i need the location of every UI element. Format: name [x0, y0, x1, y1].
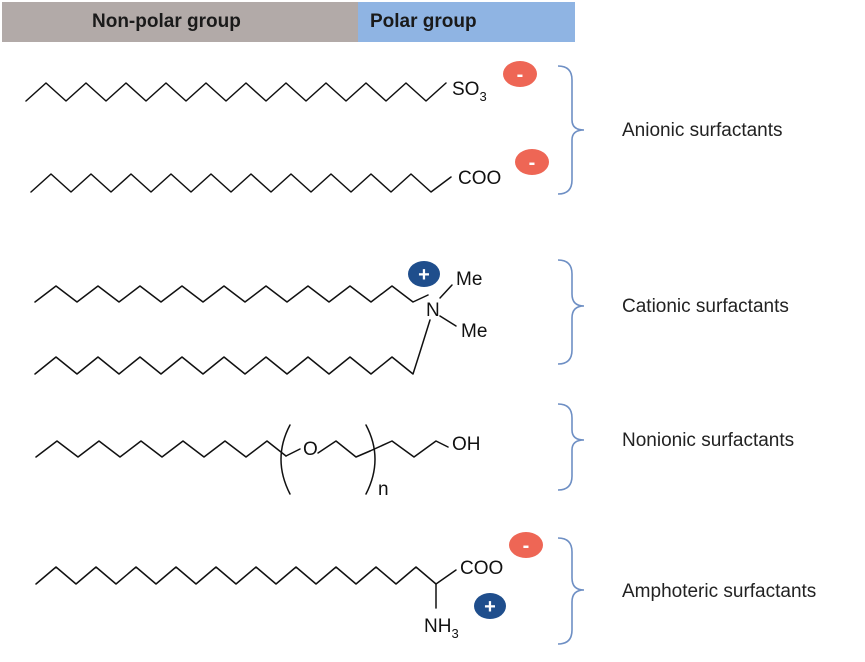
methyl-group-lower: Me: [461, 321, 487, 342]
anionic-surfactants-label: Anionic surfactants: [622, 120, 783, 141]
nonionic-alkyl-chain: [35, 440, 287, 458]
positive-charge-badge: +: [408, 261, 440, 287]
cationic-surfactants-label: Cationic surfactants: [622, 296, 789, 317]
repeat-index: n: [378, 479, 389, 500]
anionic-bracket: [557, 65, 585, 195]
negative-charge-badge: -: [509, 532, 543, 558]
cationic-chain-lower: [34, 319, 431, 375]
amphoteric-surfactants-label: Amphoteric surfactants: [622, 581, 816, 602]
negative-charge-badge: -: [503, 61, 537, 87]
cationic-bracket: [557, 259, 585, 365]
carboxylate-group: COO: [458, 168, 501, 189]
nonionic-surfactants-label: Nonionic surfactants: [622, 430, 794, 451]
anionic-sulfonate-chain: [25, 82, 447, 102]
polar-group-header: Polar group: [358, 2, 575, 42]
positive-charge-badge: +: [474, 593, 506, 619]
nonionic-bracket: [557, 403, 585, 491]
repeat-unit-open-paren: [280, 424, 291, 495]
cationic-chain-upper: [34, 285, 429, 303]
svg-text:+: +: [484, 596, 496, 618]
hydroxyl-group: OH: [452, 434, 481, 455]
amine-group: NH3: [424, 616, 459, 641]
methyl-bond-upper: [439, 284, 453, 299]
svg-text:-: -: [517, 64, 524, 86]
hydroxyethyl-chain: [369, 440, 449, 458]
negative-charge-badge: -: [515, 149, 549, 175]
nitrogen-atom: N: [426, 300, 440, 321]
nonpolar-group-header: Non-polar group: [2, 2, 358, 42]
methyl-bond-lower: [439, 315, 457, 327]
amphoteric-bracket: [557, 537, 585, 645]
ether-oxygen: O: [303, 439, 318, 460]
svg-text:-: -: [523, 535, 530, 557]
methyl-group-upper: Me: [456, 269, 482, 290]
svg-text:+: +: [418, 264, 430, 286]
ethylene-unit: [317, 440, 371, 458]
amphoteric-alkyl-chain: [35, 566, 457, 585]
sulfonate-group: SO3: [452, 79, 487, 104]
anionic-carboxylate-chain: [30, 173, 452, 193]
repeat-unit-close-paren: [365, 424, 376, 495]
svg-text:-: -: [529, 152, 536, 174]
ether-bond-left: [285, 448, 301, 457]
amphoteric-carboxylate-group: COO: [460, 558, 503, 579]
